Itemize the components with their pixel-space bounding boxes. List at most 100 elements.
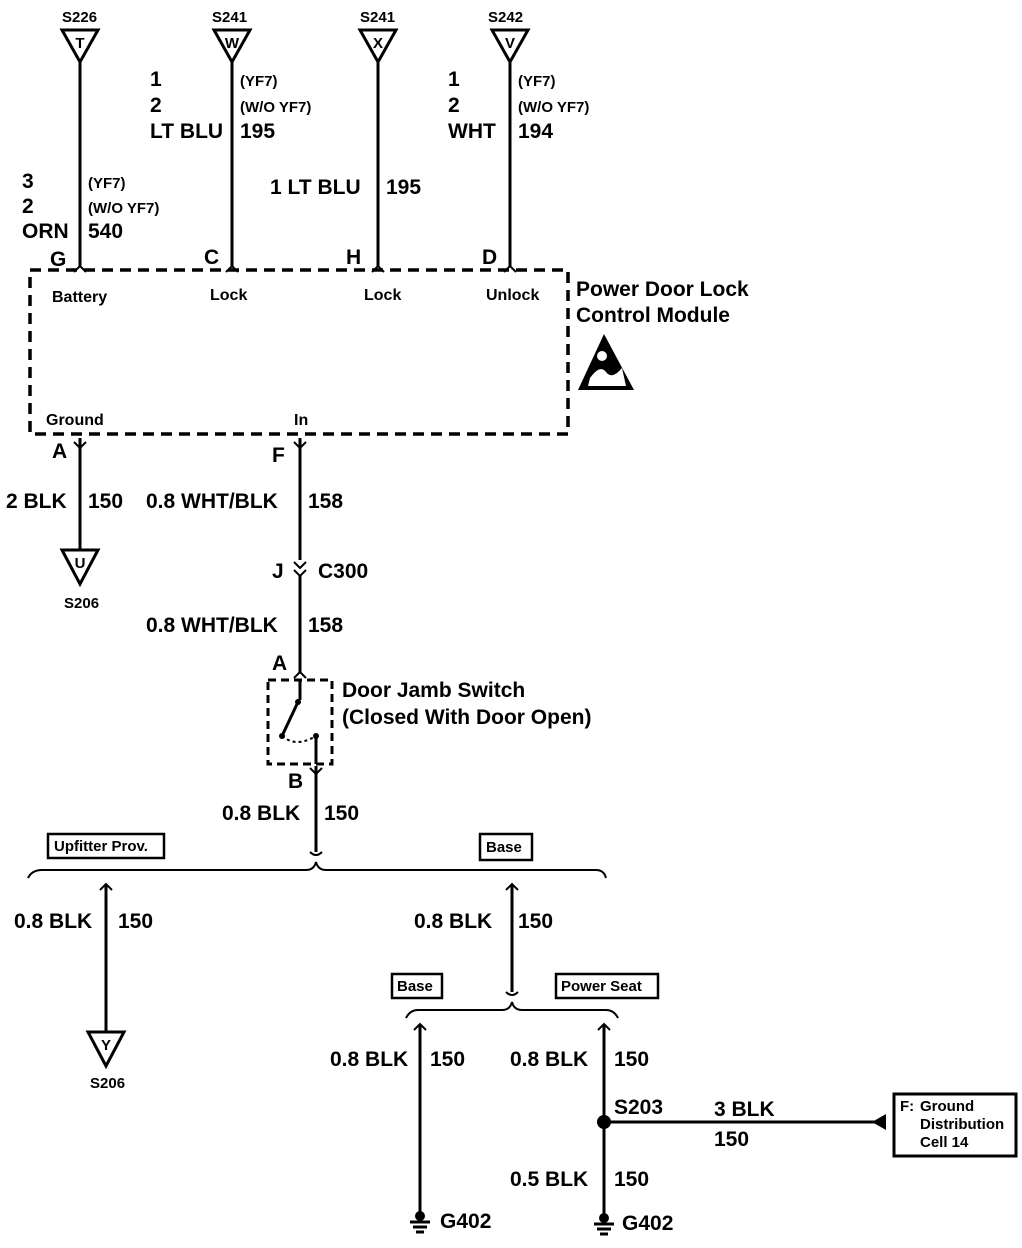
- pin-mark-switch-a: [293, 670, 307, 679]
- base2-circuit: 150: [430, 1048, 465, 1071]
- junction-mark-1: [309, 851, 323, 856]
- switch-name-line2: (Closed With Door Open): [342, 706, 591, 729]
- connector-w: S241 W: [211, 9, 253, 66]
- ground-wire-label: 2 BLK: [6, 490, 67, 513]
- svg-text:2: 2: [22, 195, 34, 218]
- svg-text:(YF7): (YF7): [88, 175, 126, 192]
- svg-text:ORN: ORN: [22, 220, 69, 243]
- pin-a-label: A: [52, 440, 67, 463]
- svg-text:(W/O YF7): (W/O YF7): [88, 200, 159, 217]
- svg-text:194: 194: [518, 120, 553, 143]
- module-name-line1: Power Door Lock: [576, 278, 749, 301]
- splice-s241-label-2: S241: [360, 9, 395, 26]
- svg-text:(YF7): (YF7): [240, 73, 278, 90]
- upfitter-wire: 0.8 BLK: [14, 910, 92, 933]
- wire-195-h-labels: 1 LT BLU 195: [270, 176, 421, 199]
- svg-text:1: 1: [448, 68, 460, 91]
- wire-195-c-labels: 1 (YF7) 2 (W/O YF7) LT BLU 195: [150, 68, 311, 143]
- ground-symbol-g402-2: G402: [594, 1212, 673, 1236]
- pin-function-unlock: Unlock: [486, 287, 539, 304]
- ground-dist-circuit: 150: [714, 1128, 749, 1151]
- connector-letter-t: T: [75, 35, 84, 52]
- base-wire: 0.8 BLK: [414, 910, 492, 933]
- svg-text:1 LT BLU: 1 LT BLU: [270, 176, 361, 199]
- connector-letter-w: W: [225, 35, 240, 52]
- ground-dist-line2: Distribution: [920, 1116, 1004, 1133]
- seat-circuit: 150: [614, 1048, 649, 1071]
- pin-function-in: In: [294, 412, 308, 429]
- splice-s226-label: S226: [62, 9, 97, 26]
- wire-194-labels: 1 (YF7) 2 (W/O YF7) WHT 194: [448, 68, 589, 143]
- connector-c300: J C300: [272, 560, 368, 583]
- splice-s242-label: S242: [488, 9, 523, 26]
- connector-v: S242 V: [488, 9, 531, 66]
- switch-pin-b: B: [288, 770, 303, 793]
- module-name-line2: Control Module: [576, 304, 730, 327]
- pin-function-lock-h: Lock: [364, 287, 401, 304]
- pin-function-battery: Battery: [52, 289, 107, 306]
- switch-pin-a: A: [272, 652, 287, 675]
- option-base-2: Base: [390, 972, 444, 1000]
- svg-text:Power Seat: Power Seat: [561, 978, 642, 995]
- svg-text:Base: Base: [397, 978, 433, 995]
- splice-s241-label: S241: [212, 9, 247, 26]
- pin-c-label: C: [204, 246, 219, 269]
- option-base: Base: [478, 832, 534, 862]
- ground-g402-label-1: G402: [440, 1210, 491, 1233]
- svg-text:(YF7): (YF7): [518, 73, 556, 90]
- pin-g-label: G: [50, 248, 66, 271]
- ground-dist-line3: Cell 14: [920, 1134, 969, 1151]
- svg-text:2: 2: [150, 94, 162, 117]
- switch-out-circuit: 150: [324, 802, 359, 825]
- option-upfitter: Upfitter Prov.: [46, 832, 166, 860]
- splice-s206-label-2: S206: [90, 1075, 125, 1092]
- option-power-seat: Power Seat: [554, 972, 660, 1000]
- pin-h-label: H: [346, 246, 361, 269]
- connector-x: S241 X: [357, 9, 399, 66]
- pin-f-label: F: [272, 444, 285, 467]
- seat-wire: 0.8 BLK: [510, 1048, 588, 1071]
- ground-distribution-ref-box: F: Ground Distribution Cell 14: [892, 1092, 1018, 1158]
- svg-text:195: 195: [240, 120, 275, 143]
- svg-text:U: U: [75, 555, 86, 572]
- ground-g402-label-2: G402: [622, 1212, 673, 1235]
- seat-low-wire: 0.5 BLK: [510, 1168, 588, 1191]
- switch-name-line1: Door Jamb Switch: [342, 679, 525, 702]
- pin-function-lock-c: Lock: [210, 287, 247, 304]
- switch-out-wire: 0.8 BLK: [222, 802, 300, 825]
- svg-text:LT BLU: LT BLU: [150, 120, 223, 143]
- svg-text:3: 3: [22, 170, 34, 193]
- connector-letter-v: V: [505, 35, 515, 52]
- input-wire-circuit: 158: [308, 490, 343, 513]
- ground-dist-arrow: [872, 1114, 886, 1130]
- connector-u: U S206: [59, 548, 101, 612]
- svg-text:540: 540: [88, 220, 123, 243]
- option-brace-1: [27, 861, 607, 879]
- junction-mark-2: [505, 991, 519, 996]
- svg-text:(W/O YF7): (W/O YF7): [518, 99, 589, 116]
- input-wire2-label: 0.8 WHT/BLK: [146, 614, 278, 637]
- ground-dist-wire: 3 BLK: [714, 1098, 775, 1121]
- connector-y: Y S206: [85, 1030, 127, 1092]
- svg-text:Base: Base: [486, 839, 522, 856]
- door-jamb-switch-symbol: [279, 680, 319, 764]
- esd-warning-icon: [578, 334, 634, 390]
- ground-dist-ref-letter: F:: [900, 1098, 914, 1115]
- pin-function-ground: Ground: [46, 412, 104, 429]
- wire-540-labels: 3 (YF7) 2 (W/O YF7) ORN 540: [22, 170, 159, 243]
- c300-label: C300: [318, 560, 368, 583]
- c300-pin-j: J: [272, 560, 284, 583]
- input-wire-label: 0.8 WHT/BLK: [146, 490, 278, 513]
- svg-text:Y: Y: [101, 1037, 111, 1054]
- power-door-lock-module-outline: [28, 268, 570, 436]
- base2-wire: 0.8 BLK: [330, 1048, 408, 1071]
- splice-s206-label: S206: [64, 595, 99, 612]
- ground-dist-line1: Ground: [920, 1098, 974, 1115]
- ground-wire-circuit: 150: [88, 490, 123, 513]
- svg-text:Upfitter Prov.: Upfitter Prov.: [54, 838, 148, 855]
- svg-text:195: 195: [386, 176, 421, 199]
- svg-text:WHT: WHT: [448, 120, 496, 143]
- svg-text:2: 2: [448, 94, 460, 117]
- upfitter-circuit: 150: [118, 910, 153, 933]
